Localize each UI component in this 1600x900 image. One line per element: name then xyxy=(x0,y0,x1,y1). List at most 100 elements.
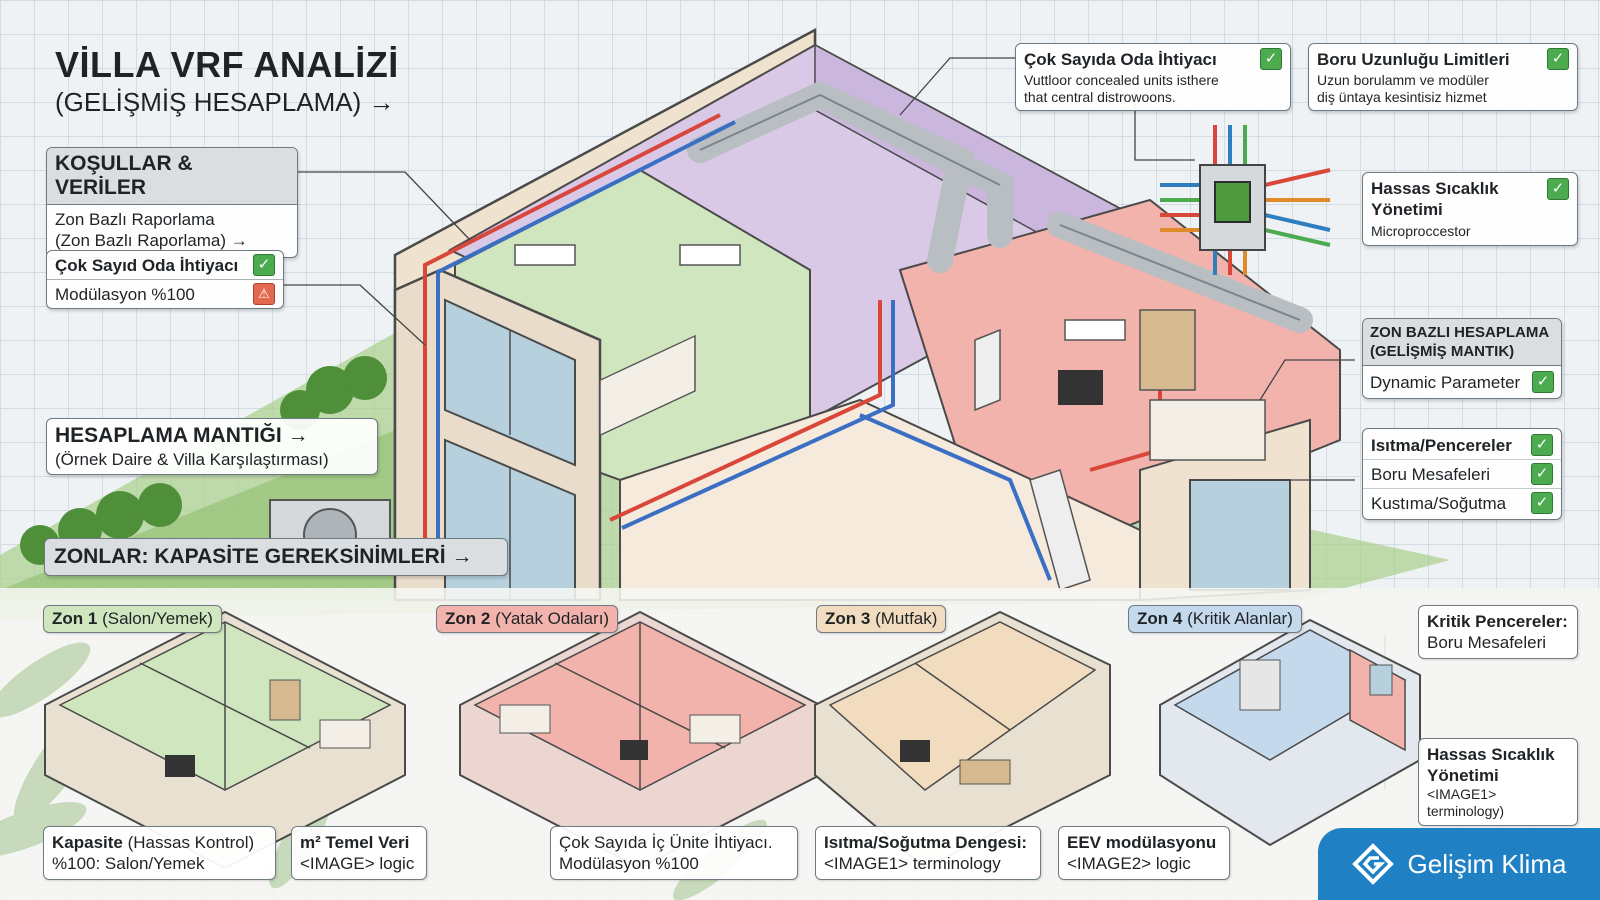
check-icon: ✓ xyxy=(1260,48,1282,70)
zone4-detail: (Kritik Alanlar) xyxy=(1187,609,1293,628)
precise-temp-top-panel: Hassas Sıcaklık Yönetimi ✓ Microproccest… xyxy=(1362,172,1578,246)
ac-unit-2 xyxy=(679,244,741,266)
ac-unit-3 xyxy=(1064,319,1126,341)
zone4-name: Zon 4 xyxy=(1137,609,1183,628)
room-need-left-sub: Modülasyon %100 xyxy=(55,284,195,304)
balance-line2: <IMAGE1> terminology xyxy=(824,854,1001,873)
pipe-limits-line1: Uzun borulamm ve modüler xyxy=(1317,72,1489,88)
conditions-panel: KOŞULLAR & VERİLER Zon Bazlı Raporlama (… xyxy=(46,147,298,258)
feature-checklist: Isıtma/Pencereler ✓ Boru Mesafeleri ✓ Ku… xyxy=(1362,428,1562,520)
zones-header: ZONLAR: KAPASİTE GEREKSİNİMLERİ → xyxy=(44,538,508,576)
stairs xyxy=(974,328,1091,591)
room-need-left-panel: Çok Sayıd Oda İhtiyacı ✓ Modülasyon %100… xyxy=(46,250,284,309)
zone3-name: Zon 3 xyxy=(825,609,871,628)
check-icon: ✓ xyxy=(1532,371,1554,393)
hedge xyxy=(20,356,387,565)
conditions-line1: Zon Bazlı Raporlama xyxy=(55,210,215,229)
capacity-line2: %100: Salon/Yemek xyxy=(52,854,205,873)
balance-box: Isıtma/Soğutma Dengesi: <IMAGE1> termino… xyxy=(815,826,1041,880)
balance-title: Isıtma/Soğutma Dengesi: xyxy=(824,833,1028,852)
room-need-top-line1: Vuttloor concealed units isthere xyxy=(1024,72,1219,88)
zone1-name: Zon 1 xyxy=(52,609,98,628)
window-right xyxy=(1189,479,1291,591)
precise-temp-bottom-sub: <IMAGE1> terminology) xyxy=(1427,786,1505,819)
capacity-rest: (Hassas Kontrol) xyxy=(122,833,255,852)
calc-logic-title: HESAPLAMA MANTIĞI → xyxy=(55,424,309,447)
room-need-top-title: Çok Sayıda Oda İhtiyacı xyxy=(1024,49,1217,69)
pipe-limits-title: Boru Uzunluğu Limitleri xyxy=(1317,49,1510,69)
indoor-units-box: Çok Sayıda İç Ünite İhtiyacı. Modülasyon… xyxy=(550,826,798,880)
calc-logic-panel: HESAPLAMA MANTIĞI → (Örnek Daire & Villa… xyxy=(46,418,378,475)
check-icon: ✓ xyxy=(253,254,275,276)
brand-logo-icon xyxy=(1351,843,1394,885)
eev-box: EEV modülasyonu <IMAGE2> logic xyxy=(1058,826,1230,880)
zone-calc-panel: ZON BAZLI HESAPLAMA (GELİŞMİŞ MANTIK) Dy… xyxy=(1362,318,1562,399)
zone3-label: Zon 3 (Mutfak) xyxy=(816,605,947,633)
zone3-mini-house xyxy=(814,610,1111,870)
bed-pink xyxy=(1149,399,1266,461)
zone4-mini-house xyxy=(1159,618,1421,847)
precise-temp-top-title1: Hassas Sıcaklık xyxy=(1371,179,1499,198)
pipe-limits-line2: diş üntaya kesintisiz hizmet xyxy=(1317,89,1487,105)
checklist-item: Kustıma/Soğutma ✓ xyxy=(1363,489,1561,517)
brand-badge[interactable]: Gelişim Klima xyxy=(1318,828,1600,900)
title-sub: (GELİŞMİŞ HESAPLAMA) → xyxy=(55,87,395,117)
checklist-item-label: Boru Mesafeleri xyxy=(1371,464,1491,484)
pipe-limits-panel: Boru Uzunluğu Limitleri ✓ Uzun borulamm … xyxy=(1308,43,1578,111)
brand-name: Gelişim Klima xyxy=(1407,848,1567,879)
m2-line2: <IMAGE> logic xyxy=(300,854,415,873)
conditions-header: KOŞULLAR & VERİLER xyxy=(47,148,297,205)
warning-icon: ⚠ xyxy=(253,283,275,305)
precise-temp-bottom-panel: Hassas Sıcaklık Yönetimi <IMAGE1> termin… xyxy=(1418,738,1578,826)
indoor-line1: Çok Sayıda İç Ünite İhtiyacı. xyxy=(559,833,773,852)
page-title: VİLLA VRF ANALİZİ (GELİŞMİŞ HESAPLAMA) → xyxy=(55,44,399,118)
check-icon: ✓ xyxy=(1547,178,1569,200)
zone2-mini-house xyxy=(459,610,821,870)
checklist-item-label: Kustıma/Soğutma xyxy=(1371,493,1507,513)
refrigerant-pipe-blue xyxy=(436,120,736,545)
ac-unit-1 xyxy=(514,244,576,266)
precise-temp-bottom-title2: Yönetimi xyxy=(1427,766,1499,785)
zone-calc-item: Dynamic Parameter xyxy=(1370,372,1521,392)
checklist-item-label: Isıtma/Pencereler xyxy=(1371,435,1512,455)
room-need-top-line2: that central distrowoons. xyxy=(1024,89,1176,105)
zone1-mini-house xyxy=(44,610,406,870)
zone1-detail: (Salon/Yemek) xyxy=(102,609,213,628)
zone4-label: Zon 4 (Kritik Alanlar) xyxy=(1128,605,1302,633)
check-icon: ✓ xyxy=(1531,463,1553,485)
microprocessor-chip xyxy=(1160,125,1331,275)
zone3-detail: (Mutfak) xyxy=(875,609,938,628)
wardrobe xyxy=(1139,309,1196,391)
title-main: VİLLA VRF ANALİZİ xyxy=(55,44,399,85)
check-icon: ✓ xyxy=(1531,434,1553,456)
capacity-box: Kapasite (Hassas Kontrol) %100: Salon/Ye… xyxy=(43,826,276,880)
precise-temp-top-title2: Yönetimi xyxy=(1371,200,1443,219)
zone2-detail: (Yatak Odaları) xyxy=(495,609,610,628)
precise-temp-top-sub: Microproccestor xyxy=(1371,223,1471,239)
bed-green xyxy=(599,334,696,437)
zone1-label: Zon 1 (Salon/Yemek) xyxy=(43,605,222,633)
precise-temp-bottom-title1: Hassas Sıcaklık xyxy=(1427,745,1555,764)
eev-line2: <IMAGE2> logic xyxy=(1067,854,1191,873)
check-icon: ✓ xyxy=(1531,492,1553,514)
room-need-left-title: Çok Sayıd Oda İhtiyacı xyxy=(55,255,239,275)
calc-logic-sub: (Örnek Daire & Villa Karşılaştırması) xyxy=(55,450,329,469)
eev-title: EEV modülasyonu xyxy=(1067,833,1217,852)
checklist-item: Isıtma/Pencereler ✓ xyxy=(1363,431,1561,460)
critical-windows-panel: Kritik Pencereler: Boru Mesafeleri xyxy=(1418,605,1578,659)
check-icon: ✓ xyxy=(1547,48,1569,70)
zone2-name: Zon 2 xyxy=(445,609,491,628)
zone-calc-header2: (GELİŞMİŞ MANTIK) xyxy=(1370,343,1515,360)
indoor-line2: Modülasyon %100 xyxy=(559,854,699,873)
conditions-line2: (Zon Bazlı Raporlama) → xyxy=(55,231,248,250)
zones-header-text: ZONLAR: KAPASİTE GEREKSİNİMLERİ → xyxy=(54,545,473,568)
m2-title: m² Temel Veri xyxy=(300,833,410,852)
critical-windows-sub: Boru Mesafeleri xyxy=(1427,633,1547,652)
zone-calc-header1: ZON BAZLI HESAPLAMA xyxy=(1370,324,1550,341)
capacity-bold: Kapasite xyxy=(52,833,123,852)
checklist-item: Boru Mesafeleri ✓ xyxy=(1363,460,1561,489)
zone2-label: Zon 2 (Yatak Odaları) xyxy=(436,605,619,633)
room-need-top-panel: Çok Sayıda Oda İhtiyacı ✓ Vuttloor conce… xyxy=(1015,43,1291,111)
m2-data-box: m² Temel Veri <IMAGE> logic xyxy=(291,826,427,880)
